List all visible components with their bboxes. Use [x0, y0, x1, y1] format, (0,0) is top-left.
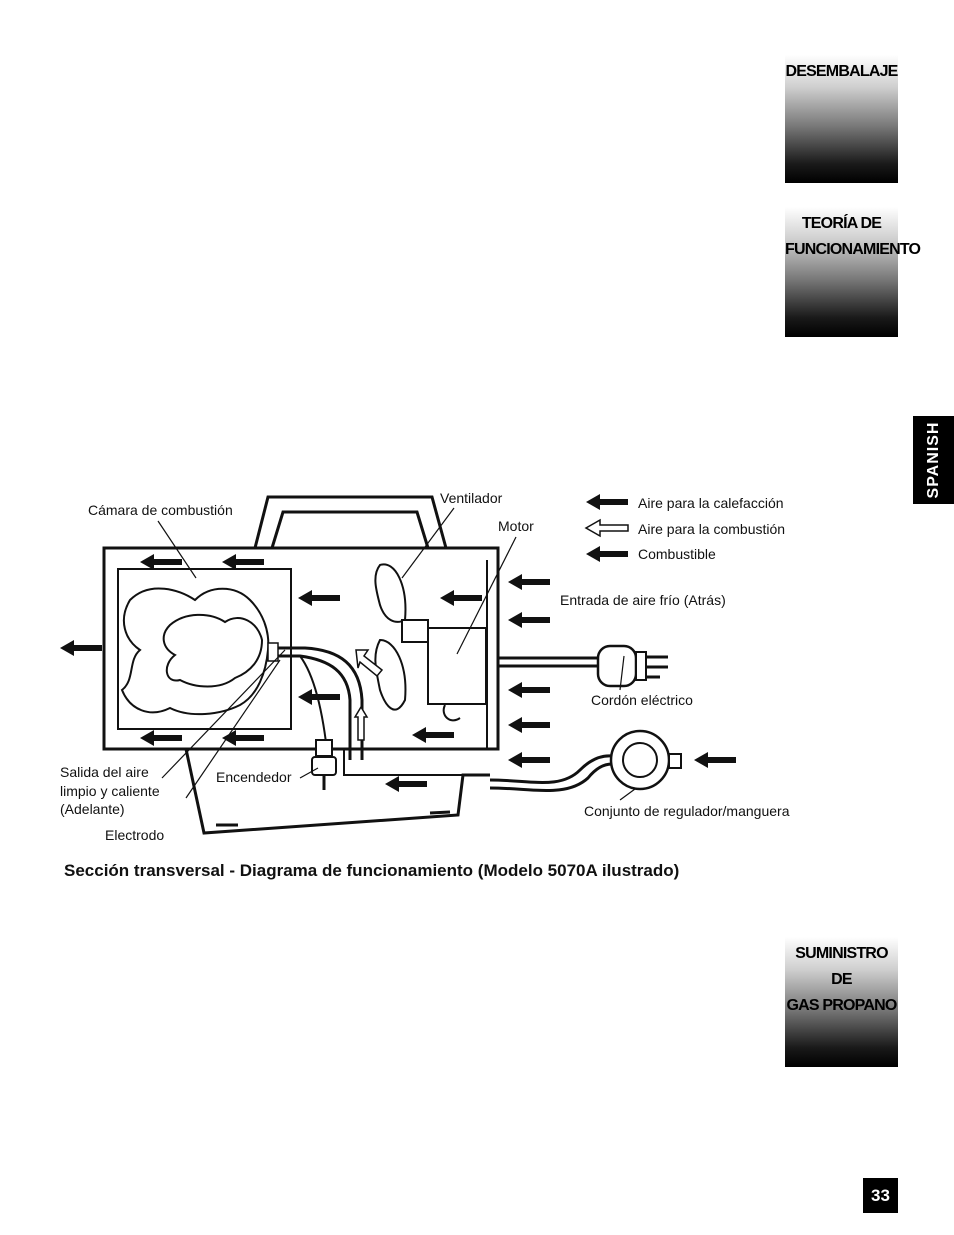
- igniter: [311, 739, 337, 790]
- tab-label-line1: SUMINISTRO DE: [795, 945, 888, 988]
- label-electrodo: Electrodo: [105, 827, 164, 843]
- label-motor: Motor: [498, 518, 534, 534]
- legend-arrow-heating: [586, 494, 628, 510]
- section-tab-desembalaje: DESEMBALAJE: [785, 55, 898, 183]
- tab-label: DESEMBALAJE: [785, 63, 898, 80]
- heater-housing: [102, 546, 500, 751]
- legend-label-heating: Aire para la calefacción: [638, 495, 784, 511]
- tab-label-line2: FUNCIONAMIENTO: [785, 241, 921, 258]
- fan: [374, 563, 429, 711]
- legend-arrow-fuel: [586, 546, 628, 562]
- page-number: 33: [863, 1178, 898, 1213]
- label-camara: Cámara de combustión: [88, 502, 233, 518]
- legend: [584, 494, 629, 562]
- combustion-air-arrows: [353, 649, 384, 741]
- label-encendedor: Encendedor: [216, 769, 292, 785]
- tab-label-line1: TEORÍA DE: [801, 215, 882, 232]
- flame-outer: [120, 587, 270, 716]
- section-tab-suministro: SUMINISTRO DE GAS PROPANO: [785, 937, 898, 1067]
- language-tab: SPANISH: [913, 416, 954, 504]
- label-cordon: Cordón eléctrico: [591, 692, 693, 708]
- label-salida-1: Salida del aire: [60, 764, 149, 780]
- gas-line: [268, 646, 364, 760]
- heater-handle: [253, 495, 448, 549]
- legend-label-fuel: Combustible: [638, 546, 716, 562]
- label-conjunto: Conjunto de regulador/manguera: [584, 803, 790, 819]
- label-ventilador: Ventilador: [440, 490, 503, 506]
- section-tab-teoria: TEORÍA DE FUNCIONAMIENTO: [785, 207, 921, 337]
- label-salida-2: limpio y caliente: [60, 783, 160, 799]
- power-cord: [498, 644, 668, 688]
- label-entrada: Entrada de aire frío (Atrás): [560, 592, 726, 608]
- legend-arrow-combustion: [584, 518, 629, 538]
- tab-label-line2: GAS PROPANO: [786, 997, 897, 1014]
- motor: [427, 627, 487, 705]
- fuel-arrow: [694, 752, 736, 768]
- heater-base: [184, 748, 490, 835]
- regulator-hose: [489, 729, 682, 792]
- flame-inner: [162, 613, 264, 688]
- diagram-caption: Sección transversal - Diagrama de funcio…: [64, 861, 680, 880]
- legend-label-combustion: Aire para la combustión: [638, 521, 785, 537]
- label-salida-3: (Adelante): [60, 801, 125, 817]
